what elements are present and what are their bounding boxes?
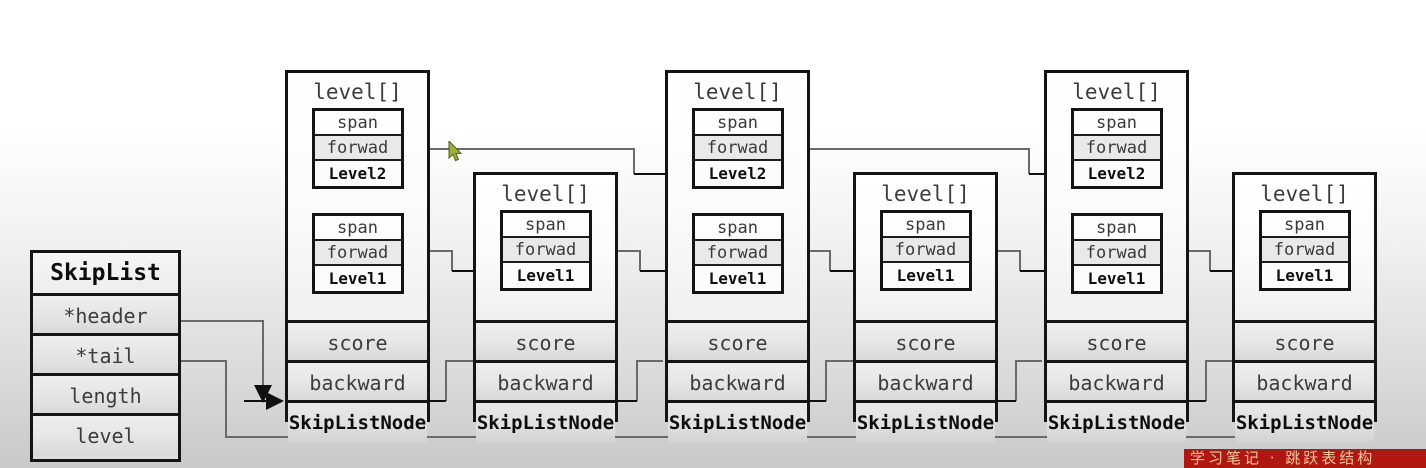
- node-3-type: SkipListNode: [668, 403, 807, 443]
- node-4-level-array-label: level[]: [881, 182, 970, 206]
- node-6-level1-label: Level1: [1261, 263, 1348, 288]
- node-3-backward: backward: [668, 363, 807, 403]
- node-5-level-array: level[] span forwad Level2 span forwad L…: [1047, 73, 1186, 323]
- skiplist-field-tail: *tail: [33, 336, 178, 376]
- node-6-level1-forward: forwad: [1261, 238, 1348, 263]
- node-2-level1-span: span: [502, 213, 589, 238]
- node-1-level1-forward: forwad: [314, 241, 401, 266]
- skiplist-struct-box: SkipList *header *tail length level: [30, 250, 181, 462]
- node-5-level2-label: Level2: [1073, 161, 1160, 186]
- node-5-level2-box: span forwad Level2: [1070, 108, 1163, 189]
- bottom-red-banner-text: 学习笔记 · 跳跃表结构: [1190, 449, 1376, 467]
- node-5-level1-box: span forwad Level1: [1070, 213, 1163, 294]
- node-3-level2-label: Level2: [694, 161, 781, 186]
- node-2-score: score: [476, 323, 615, 363]
- skiplist-node-5: level[] span forwad Level2 span forwad L…: [1044, 70, 1189, 443]
- node-3-level1-forward: forwad: [694, 241, 781, 266]
- skiplist-node-3: level[] span forwad Level2 span forwad L…: [665, 70, 810, 443]
- node-3-level1-box: span forwad Level1: [691, 213, 784, 294]
- node-4-level1-span: span: [882, 213, 969, 238]
- node-2-backward: backward: [476, 363, 615, 403]
- node-6-type: SkipListNode: [1235, 403, 1374, 443]
- node-2-level1-box: span forwad Level1: [499, 210, 592, 291]
- node-3-level-array: level[] span forwad Level2 span forwad L…: [668, 73, 807, 323]
- node-4-type: SkipListNode: [856, 403, 995, 443]
- node-3-level1-span: span: [694, 216, 781, 241]
- node-4-level1-forward: forwad: [882, 238, 969, 263]
- node-6-level-array-label: level[]: [1260, 182, 1349, 206]
- node-1-type: SkipListNode: [288, 403, 427, 443]
- node-1-level2-label: Level2: [314, 161, 401, 186]
- node-1-score: score: [288, 323, 427, 363]
- node-6-level-array: level[] span forwad Level1: [1235, 175, 1374, 323]
- node-3-level-array-label: level[]: [693, 80, 782, 104]
- node-5-level-array-label: level[]: [1072, 80, 1161, 104]
- node-5-level2-forward: forwad: [1073, 136, 1160, 161]
- node-5-backward: backward: [1047, 363, 1186, 403]
- node-1-level2-forward: forwad: [314, 136, 401, 161]
- node-3-score: score: [668, 323, 807, 363]
- node-3-level2-box: span forwad Level2: [691, 108, 784, 189]
- node-1-level-array: level[] span forwad Level2 span forwad L…: [288, 73, 427, 323]
- node-4-level1-label: Level1: [882, 263, 969, 288]
- skiplist-node-4: level[] span forwad Level1 score backwar…: [853, 172, 998, 443]
- node-3-level2-forward: forwad: [694, 136, 781, 161]
- node-5-level1-forward: forwad: [1073, 241, 1160, 266]
- node-5-level1-label: Level1: [1073, 266, 1160, 291]
- node-1-level1-box: span forwad Level1: [311, 213, 404, 294]
- node-1-level2-span: span: [314, 111, 401, 136]
- mouse-pointer-icon: [448, 141, 463, 162]
- skiplist-node-1: level[] span forwad Level2 span forwad L…: [285, 70, 430, 443]
- node-2-level-array: level[] span forwad Level1: [476, 175, 615, 323]
- node-4-backward: backward: [856, 363, 995, 403]
- node-4-level-array: level[] span forwad Level1: [856, 175, 995, 323]
- node-5-level1-span: span: [1073, 216, 1160, 241]
- node-4-level1-box: span forwad Level1: [879, 210, 972, 291]
- node-2-level1-forward: forwad: [502, 238, 589, 263]
- skiplist-title: SkipList: [33, 253, 178, 296]
- node-4-score: score: [856, 323, 995, 363]
- node-2-level-array-label: level[]: [501, 182, 590, 206]
- node-2-level1-label: Level1: [502, 263, 589, 288]
- skiplist-node-6: level[] span forwad Level1 score backwar…: [1232, 172, 1377, 443]
- node-6-level1-span: span: [1261, 213, 1348, 238]
- node-2-type: SkipListNode: [476, 403, 615, 443]
- skiplist-node-2: level[] span forwad Level1 score backwar…: [473, 172, 618, 443]
- skiplist-field-length: length: [33, 376, 178, 416]
- node-3-level1-label: Level1: [694, 266, 781, 291]
- node-5-level2-span: span: [1073, 111, 1160, 136]
- node-1-backward: backward: [288, 363, 427, 403]
- node-1-level2-box: span forwad Level2: [311, 108, 404, 189]
- node-5-type: SkipListNode: [1047, 403, 1186, 443]
- node-6-backward: backward: [1235, 363, 1374, 403]
- node-6-score: score: [1235, 323, 1374, 363]
- node-5-score: score: [1047, 323, 1186, 363]
- node-1-level1-label: Level1: [314, 266, 401, 291]
- node-1-level1-span: span: [314, 216, 401, 241]
- node-6-level1-box: span forwad Level1: [1258, 210, 1351, 291]
- node-1-level-array-label: level[]: [313, 80, 402, 104]
- skiplist-field-header: *header: [33, 296, 178, 336]
- node-3-level2-span: span: [694, 111, 781, 136]
- bottom-red-banner: 学习笔记 · 跳跃表结构: [1184, 449, 1426, 468]
- skiplist-field-level: level: [33, 416, 178, 456]
